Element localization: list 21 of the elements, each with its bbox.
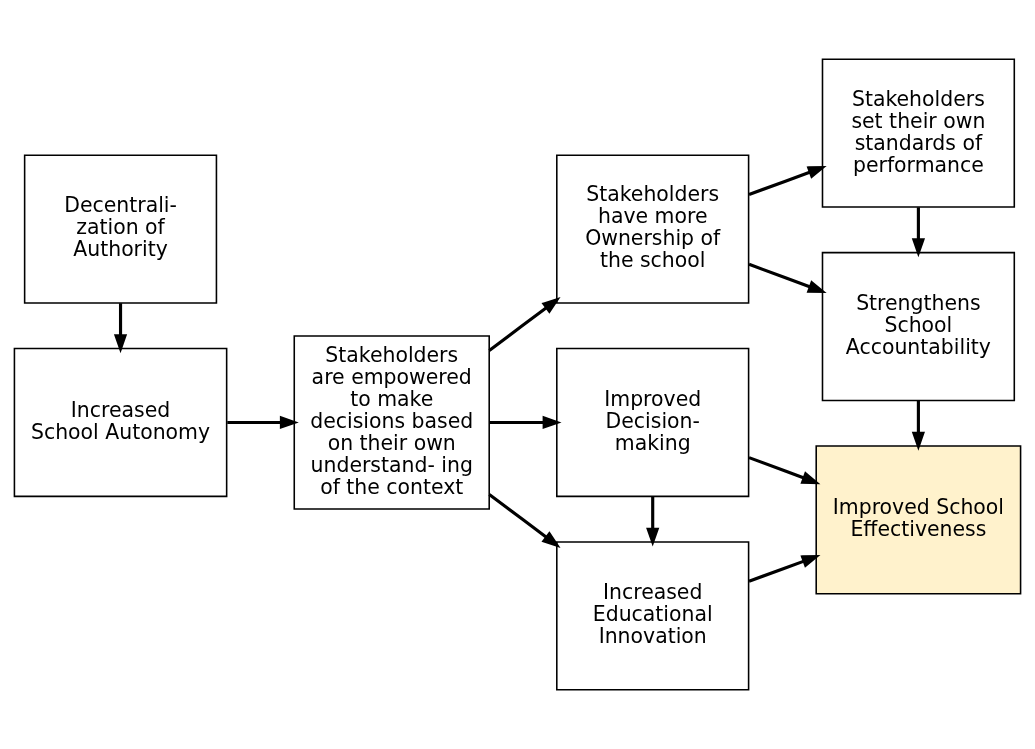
arrow bbox=[748, 166, 827, 196]
arrow bbox=[748, 555, 821, 583]
arrow bbox=[911, 400, 925, 451]
node-box: Stakeholders set their own standards of performance bbox=[821, 58, 1016, 208]
node-box: Decentrali- zation of Authority bbox=[23, 154, 218, 304]
node-box: Stakeholders have more Ownership of the school bbox=[556, 154, 750, 304]
arrow bbox=[488, 493, 561, 548]
node-box: Increased School Autonomy bbox=[13, 347, 228, 498]
arrow bbox=[748, 262, 827, 294]
node-box: Improved School Effectiveness bbox=[815, 445, 1022, 595]
arrow bbox=[748, 456, 821, 485]
node-box: Strengthens School Accountability bbox=[821, 251, 1016, 402]
arrow bbox=[911, 207, 925, 258]
node-box: Improved Decision- making bbox=[556, 347, 750, 498]
arrow bbox=[646, 496, 660, 547]
arrow bbox=[489, 415, 562, 430]
arrow bbox=[227, 415, 299, 430]
arrow bbox=[488, 297, 561, 352]
node-box: Increased Educational Innovation bbox=[556, 541, 750, 691]
node-box: Stakeholders are empowered to make decisions based on their own understand- ing of the context bbox=[293, 335, 490, 510]
arrow bbox=[113, 303, 128, 354]
